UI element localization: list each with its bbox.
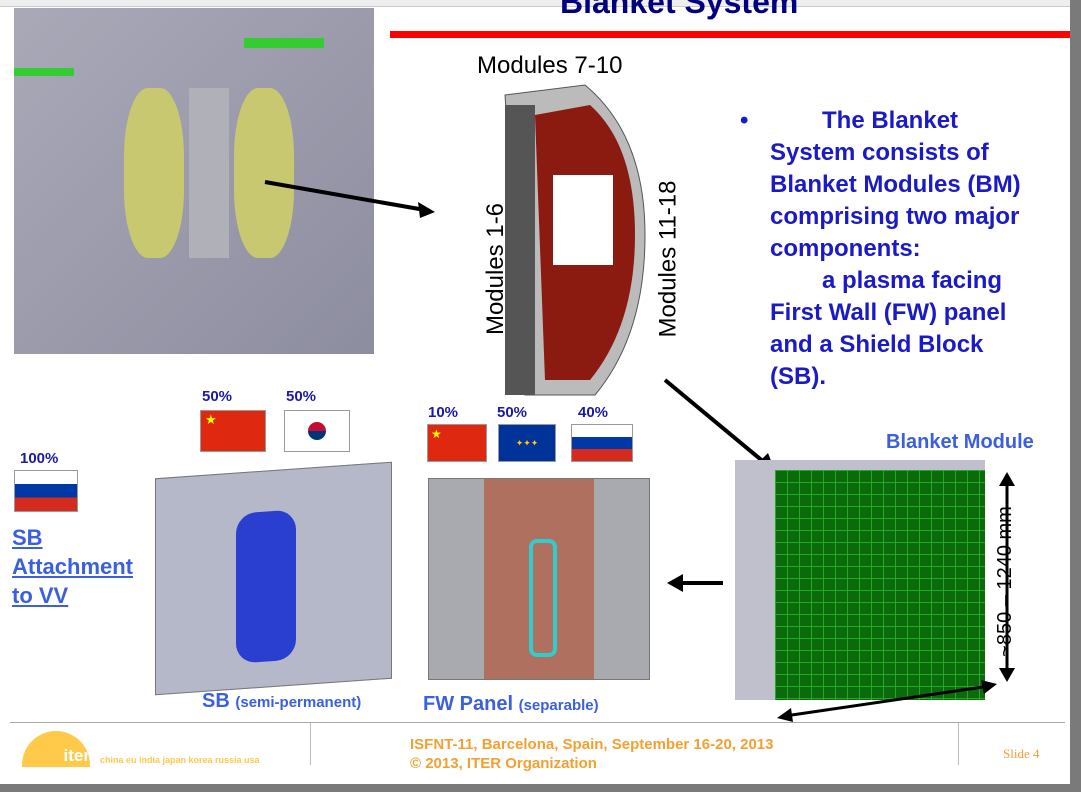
fw-caption-sub: (separable) (518, 697, 599, 714)
fw-caption: FW Panel (separable) (423, 693, 599, 716)
slide: Blanket System Modules 7-10 Modules 1-6 … (0, 0, 1070, 784)
tokamak-cutaway-image (14, 8, 374, 354)
attachment-russia-share: 100% (20, 450, 59, 467)
sb-caption: SB (semi-permanent) (202, 690, 361, 713)
sb-caption-sub: (semi-permanent) (235, 694, 362, 711)
pointer-arrow (264, 180, 435, 218)
dimension-label: ~850 – 1240 mm (993, 506, 1016, 657)
sb-china-share: 50% (202, 388, 233, 405)
shield-block-image (155, 461, 392, 696)
sb-caption-title: SB (202, 690, 230, 712)
russia-flag (14, 470, 78, 512)
slide-title: Blanket System (560, 0, 799, 20)
blanket-module-label: Blanket Module (886, 431, 1034, 453)
iter-logo: iter (22, 731, 90, 767)
modules-7-10-label: Modules 7-10 (477, 52, 623, 79)
height-dimension-arrow (999, 472, 1015, 682)
conference-text: ISFNT-11, Barcelona, Spain, September 16… (410, 736, 774, 753)
slide-number: Slide 4 (1003, 746, 1040, 761)
modules-11-18-label: Modules 11-18 (654, 180, 682, 338)
bullet-marker: • (740, 107, 749, 134)
copyright-text: © 2013, ITER Organization (410, 755, 597, 772)
sb-attachment-label: SB Attachment to VV (12, 525, 134, 608)
china-flag: ★ (200, 410, 266, 452)
fw-russia-share: 40% (578, 404, 609, 421)
bullet-line-1: The Blanket System consists of Blanket M… (770, 107, 1021, 262)
bullet-text: • The Blanket System consists of Blanket… (740, 105, 1040, 393)
footer-divider (10, 722, 1065, 723)
fw-caption-title: FW Panel (423, 693, 514, 715)
bullet-line-2: a plasma facing First Wall (FW) panel an… (770, 267, 1007, 390)
window-top-edge (0, 0, 1070, 7)
china-flag: ★ (427, 424, 487, 462)
fw-china-share: 10% (428, 404, 459, 421)
blanket-module-image (735, 460, 985, 700)
eu-flag: ✦✦✦ (498, 424, 556, 462)
russia-flag (571, 424, 633, 462)
sb-korea-share: 50% (286, 388, 317, 405)
blanket-modules-image (504, 84, 646, 396)
partners-text: china eu india japan korea russia usa (100, 755, 260, 765)
left-arrow (667, 574, 723, 592)
first-wall-panel-image (428, 478, 650, 680)
modules-1-6-label: Modules 1-6 (482, 202, 510, 336)
title-divider (390, 31, 1070, 38)
width-dimension-arrow (777, 680, 997, 722)
fw-eu-share: 50% (497, 404, 528, 421)
korea-flag (284, 410, 350, 452)
